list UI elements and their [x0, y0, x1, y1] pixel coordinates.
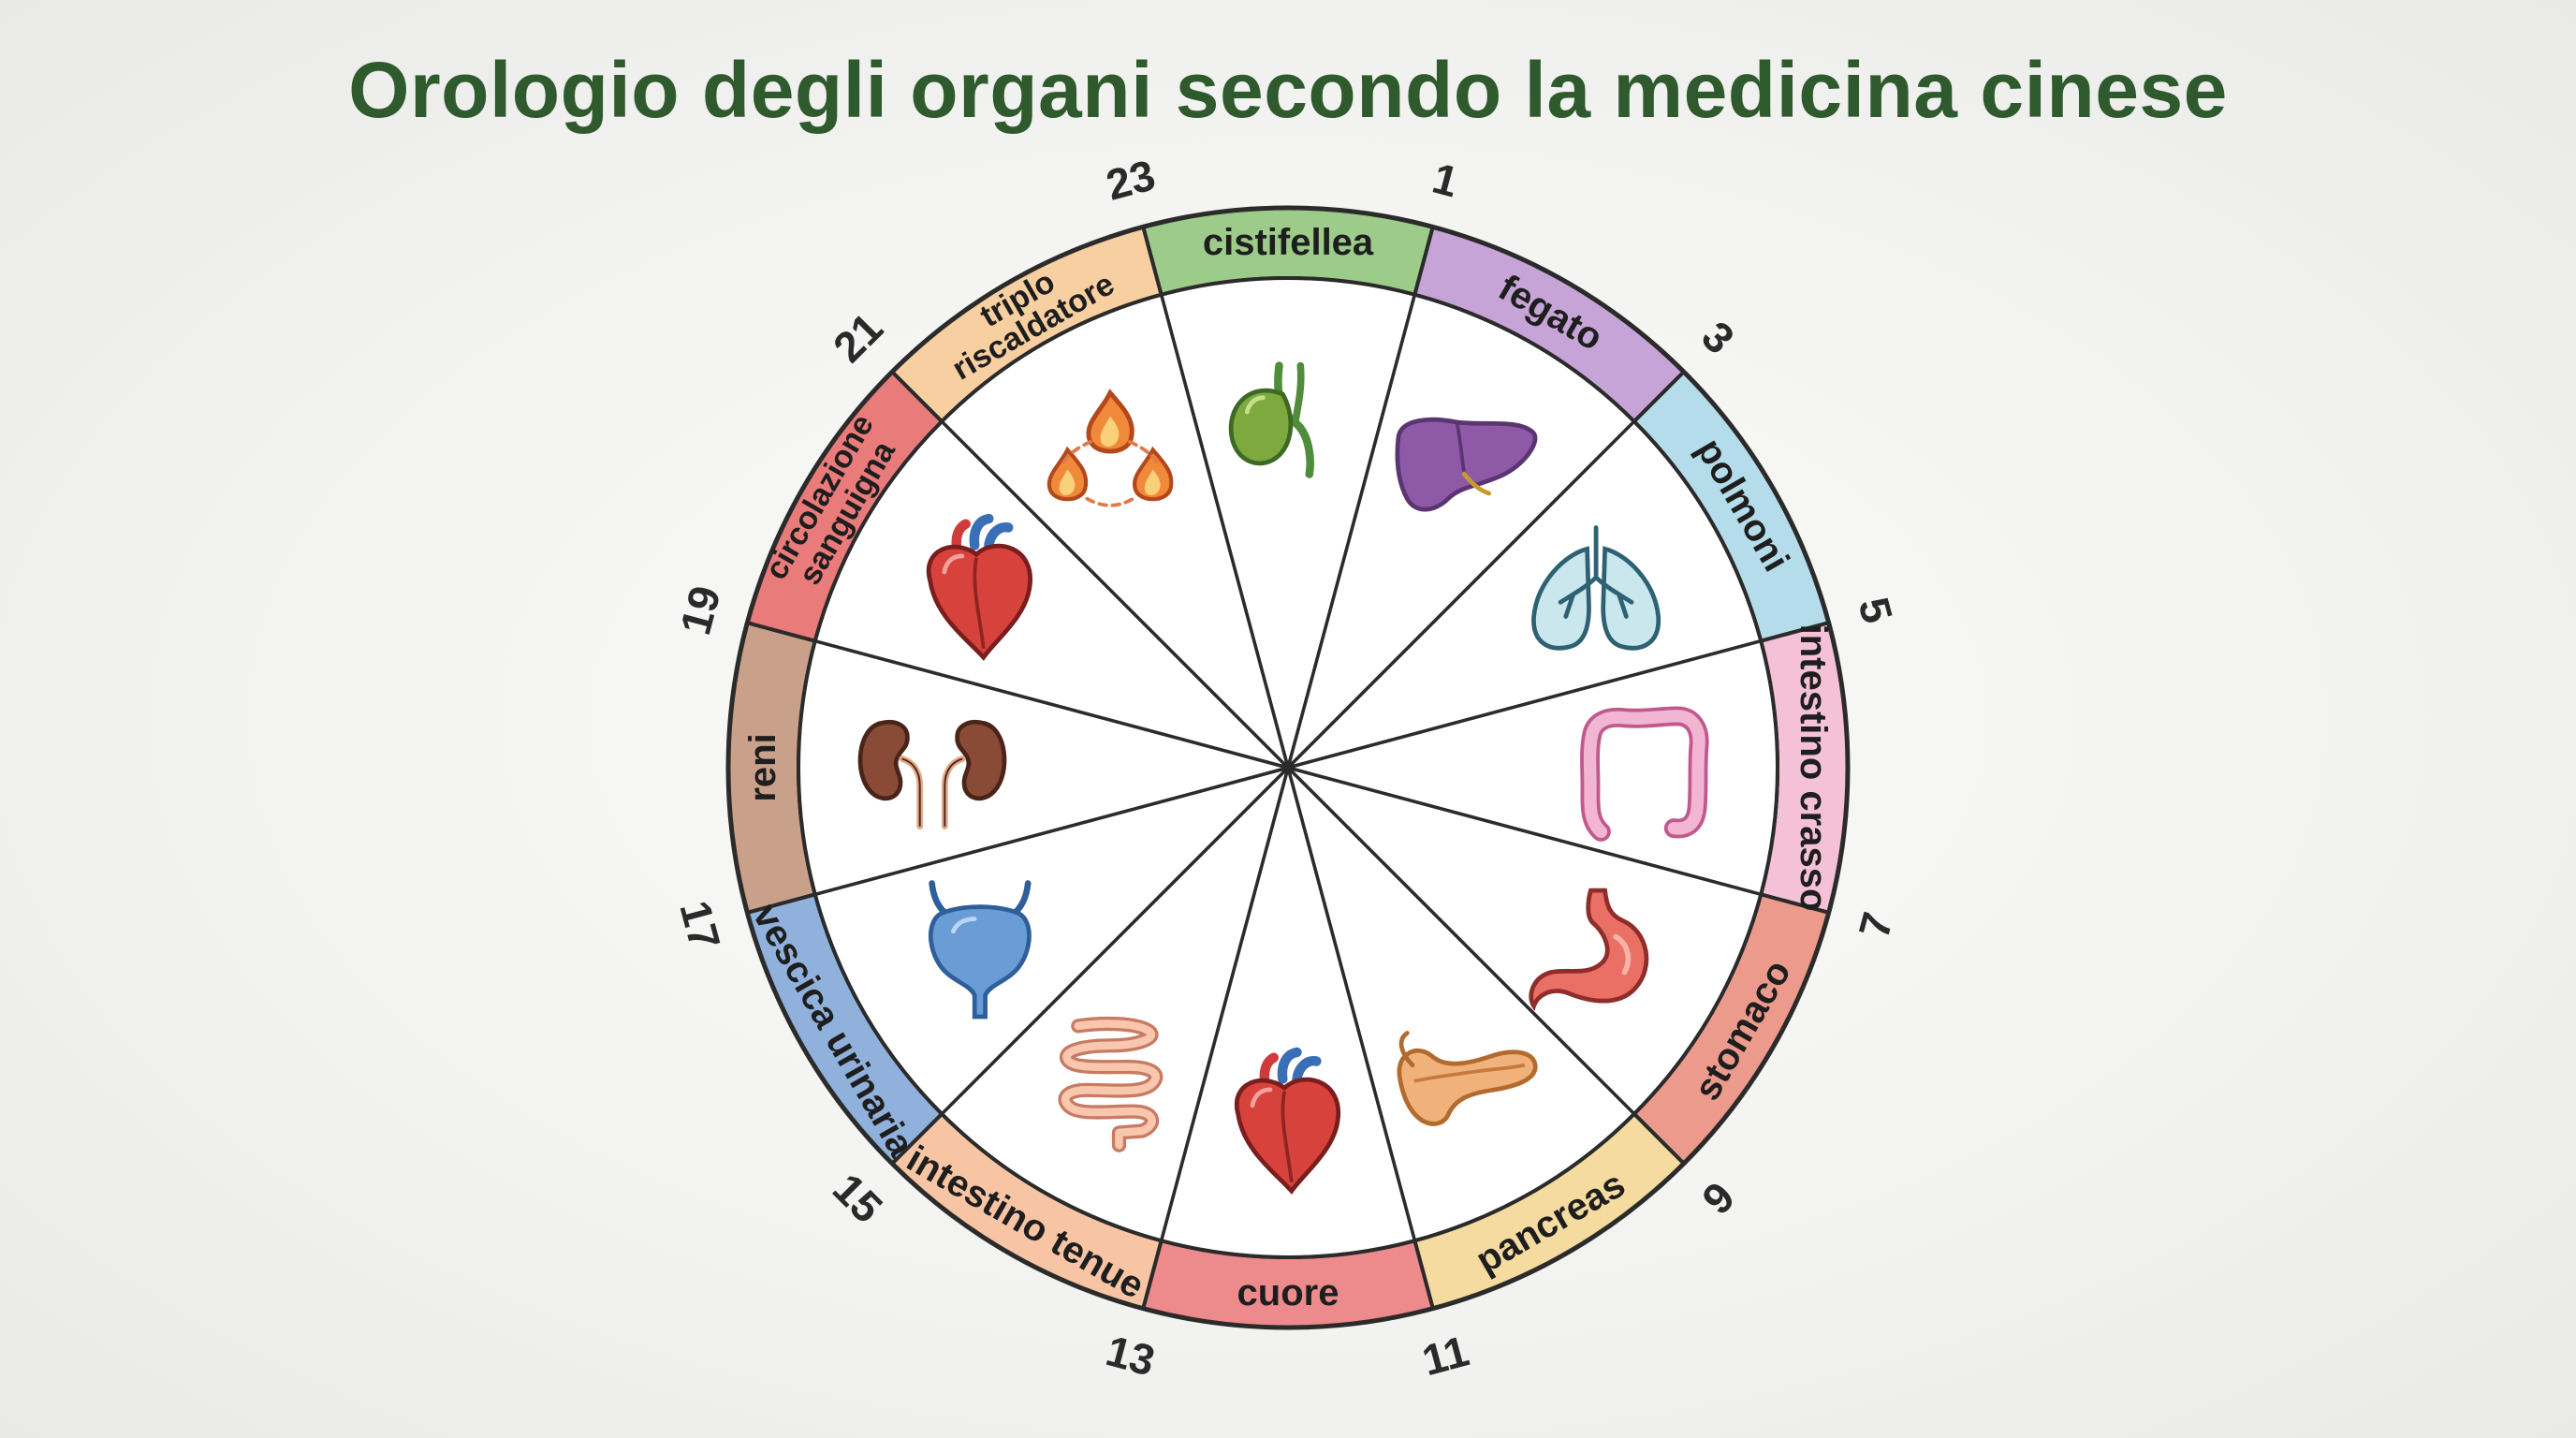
pancreas-icon — [1397, 1031, 1538, 1126]
large-intestine-icon — [1580, 706, 1709, 842]
inner-border — [797, 276, 1779, 1259]
hour-label: 21 — [824, 303, 892, 372]
lungs-icon — [1531, 525, 1661, 651]
triple-warmer-flames-icon — [1046, 389, 1174, 507]
heart-icon — [1234, 1047, 1341, 1196]
hour-label: 5 — [1849, 593, 1902, 628]
inner-disc — [797, 276, 1779, 1259]
hour-label: 19 — [670, 580, 729, 639]
hour-label: 1 — [1427, 154, 1463, 207]
hour-label: 17 — [670, 896, 729, 955]
hour-label: 13 — [1101, 1326, 1160, 1385]
segment-label-line: cuore — [1237, 1272, 1339, 1313]
segment-label: cistifellea — [1203, 222, 1374, 263]
hour-label: 7 — [1849, 907, 1902, 943]
segment-label: cuore — [1237, 1272, 1339, 1313]
hour-label: 11 — [1417, 1326, 1473, 1385]
segment-label-line: cistifellea — [1203, 222, 1374, 263]
segment-label: reni — [742, 733, 783, 801]
outer-border — [725, 205, 1851, 1330]
hour-label: 9 — [1692, 1172, 1744, 1224]
gallbladder-icon — [1228, 361, 1314, 478]
hour-label: 23 — [1101, 150, 1160, 209]
kidneys-icon — [857, 720, 1007, 830]
circulation-heart-icon — [926, 513, 1032, 662]
stomach-icon — [1529, 888, 1649, 1011]
organ-icons — [857, 361, 1709, 1196]
segment-label-line: reni — [742, 733, 783, 801]
page-title: Orologio degli organi secondo la medicin… — [348, 46, 2228, 134]
liver-icon — [1395, 417, 1538, 512]
hour-label: 15 — [824, 1164, 892, 1232]
segment-label: intestino crasso — [1793, 624, 1834, 912]
segment-label-line: intestino crasso — [1793, 624, 1834, 912]
small-intestine-icon — [1058, 1016, 1164, 1152]
hour-label: 3 — [1692, 312, 1744, 363]
bladder-icon — [928, 880, 1032, 1020]
